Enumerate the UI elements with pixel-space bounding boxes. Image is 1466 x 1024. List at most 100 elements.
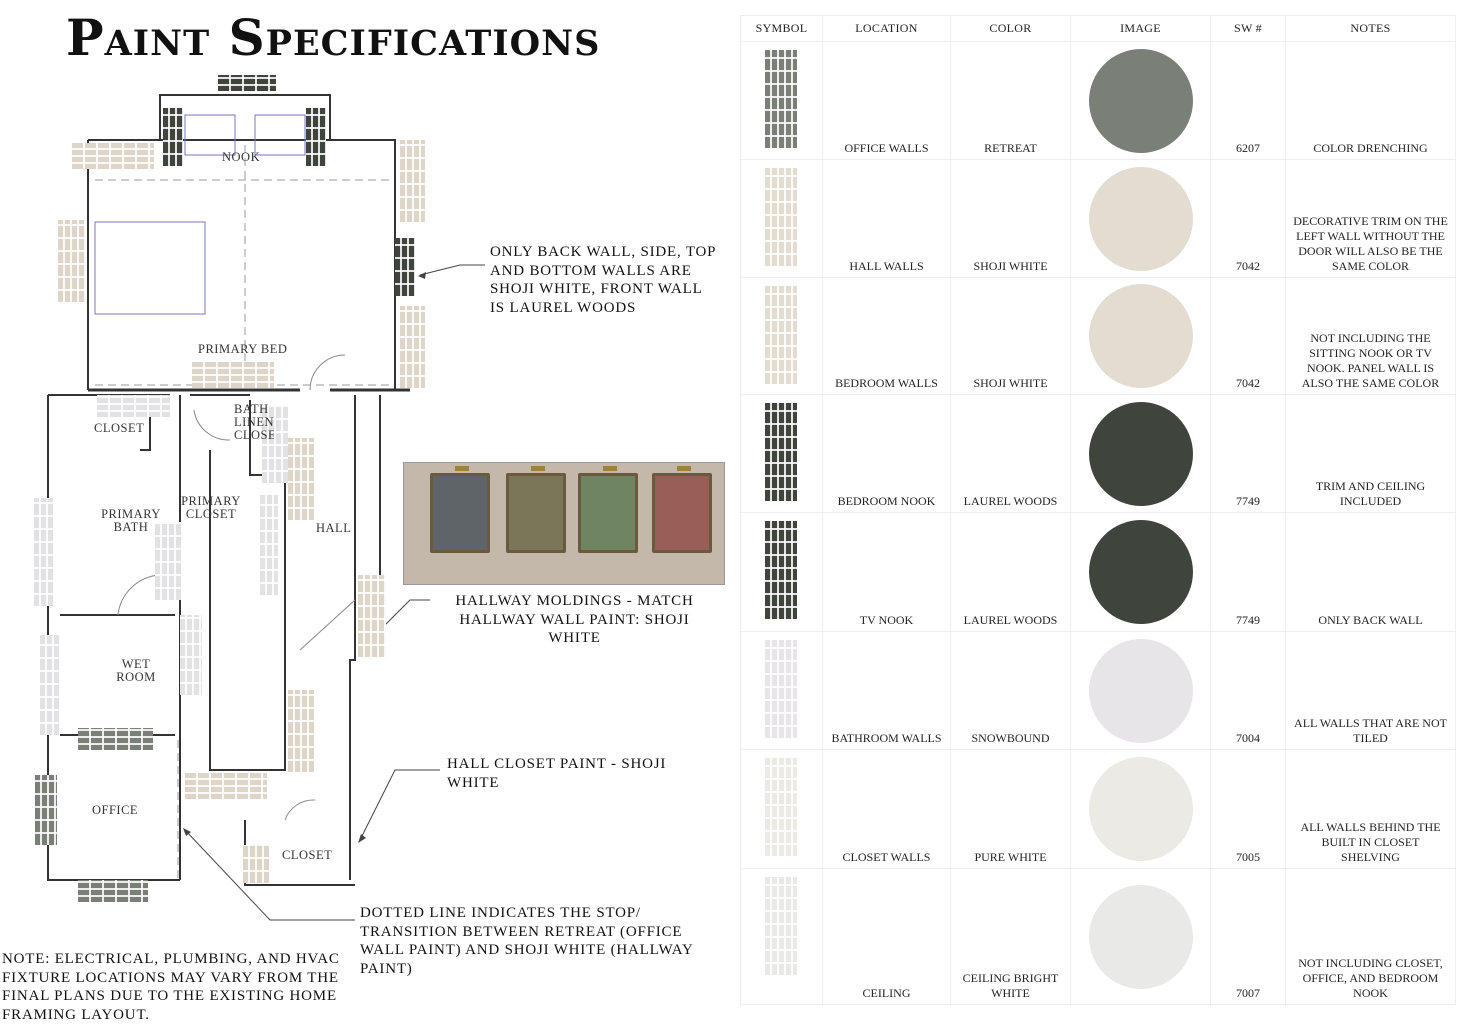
paint-symbol-icon [72,143,154,169]
notes-cell: ALL WALLS THAT ARE NOT TILED [1285,631,1456,750]
color-cell: LAUREL WOODS [950,512,1071,632]
cabinet-door [578,466,638,553]
room-label-closet: CLOSET [94,421,145,435]
cabinet-door [652,466,712,553]
brick-symbol-icon [765,877,797,975]
color-swatch [1088,638,1193,743]
location-cell: BATHROOM WALLS [822,631,951,750]
image-cell [1070,512,1211,632]
room-label-nook: NOOK [222,150,261,164]
brick-symbol-icon [765,168,797,266]
room-label-primary-bed: PRIMARY BED [198,342,288,356]
notes-cell: TRIM AND CEILING INCLUDED [1285,394,1456,513]
room-label-primary-bath: PRIMARY BATH [101,507,161,534]
paint-symbol-icon [243,845,269,883]
color-swatch [1088,884,1193,989]
paint-symbol-icon [192,362,274,388]
symbol-cell [740,868,823,1005]
color-swatch [1088,166,1193,271]
sw-number-cell: 7004 [1210,631,1286,750]
room-label-primary-closet: PRIMARY CLOSET [181,494,241,521]
sw-number-cell: 7005 [1210,749,1286,869]
color-swatch [1088,520,1193,624]
sw-number-cell: 7042 [1210,159,1286,278]
paint-symbol-icon [97,395,170,417]
page-title: Paint Specifications [66,8,601,67]
sw-number-cell: 7749 [1210,394,1286,513]
symbol-cell [740,512,823,632]
header-sw-number: SW # [1210,15,1286,42]
paint-symbol-icon [58,220,86,302]
color-cell: PURE WHITE [950,749,1071,869]
location-cell: CLOSET WALLS [822,749,951,869]
location-cell: TV NOOK [822,512,951,632]
header-location: LOCATION [822,15,951,42]
location-cell: BEDROOM NOOK [822,394,951,513]
brick-symbol-icon [765,758,797,856]
location-cell: HALL WALLS [822,159,951,278]
sw-number-cell: 7749 [1210,512,1286,632]
annotation-bedroom: ONLY BACK WALL, SIDE, TOP AND BOTTOM WAL… [490,244,716,316]
notes-cell: NOT INCLUDING CLOSET, OFFICE, AND BEDROO… [1285,868,1456,1005]
color-cell: CEILING BRIGHT WHITE [950,868,1071,1005]
annotation-hall-closet: HALL CLOSET PAINT - SHOJI WHITE [447,756,667,791]
symbol-cell [740,394,823,513]
brick-symbol-icon [765,521,797,619]
cabinet-door [506,466,566,553]
paint-symbol-icon [163,108,183,166]
paint-symbol-icon [40,635,60,735]
notes-cell: DECORATIVE TRIM ON THE LEFT WALL WITHOUT… [1285,159,1456,278]
paint-symbol-icon [358,575,386,657]
room-label-hall: HALL [316,521,352,535]
color-swatch [1088,401,1193,506]
sw-number-cell: 7007 [1210,868,1286,1005]
color-swatch [1088,48,1193,153]
color-cell: SHOJI WHITE [950,159,1071,278]
hallway-cabinet-elevation [403,462,725,585]
paint-symbol-icon [306,108,326,166]
sw-number-cell: 6207 [1210,41,1286,160]
image-cell [1070,159,1211,278]
paint-symbol-icon [78,880,148,902]
brick-symbol-icon [765,640,797,738]
location-cell: OFFICE WALLS [822,41,951,160]
image-cell [1070,868,1211,1005]
color-cell: SNOWBOUND [950,631,1071,750]
paint-schedule-table: SYMBOL LOCATION COLOR IMAGE SW # NOTES O… [740,15,1456,1005]
paint-symbol-icon [34,498,54,606]
location-cell: CEILING [822,868,951,1005]
symbol-cell [740,159,823,278]
symbol-cell [740,749,823,869]
image-cell [1070,749,1211,869]
room-label-hall-closet: CLOSET [282,848,333,862]
room-label-office: OFFICE [92,803,139,817]
image-cell [1070,631,1211,750]
color-cell: SHOJI WHITE [950,277,1071,395]
paint-symbol-icon [180,615,202,695]
paint-symbol-icon [288,438,314,520]
brick-symbol-icon [765,286,797,384]
header-symbol: SYMBOL [740,15,823,42]
notes-cell: COLOR DRENCHING [1285,41,1456,160]
annotation-dotted-line: DOTTED LINE INDICATES THE STOP/ TRANSITI… [360,905,694,977]
sw-number-cell: 7042 [1210,277,1286,395]
color-swatch [1088,284,1193,388]
notes-cell: ALL WALLS BEHIND THE BUILT IN CLOSET SHE… [1285,749,1456,869]
color-swatch [1088,757,1193,861]
header-color: COLOR [950,15,1071,42]
notes-cell: NOT INCLUDING THE SITTING NOOK OR TV NOO… [1285,277,1456,395]
paint-symbol-icon [78,728,153,750]
symbol-cell [740,631,823,750]
image-cell [1070,277,1211,395]
annotation-hallway: HALLWAY MOLDINGS - MATCH HALLWAY WALL PA… [455,593,694,646]
brick-symbol-icon [765,50,797,148]
paint-symbol-icon [218,75,276,91]
location-cell: BEDROOM WALLS [822,277,951,395]
